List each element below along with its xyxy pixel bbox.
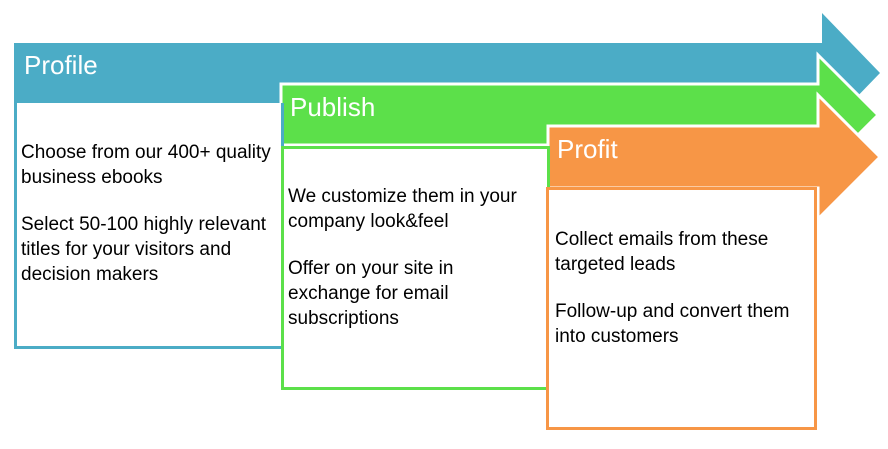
publish-text: We customize them in your company look&f… [288, 184, 538, 331]
profile-point-1: Choose from our 400+ quality business eb… [21, 142, 271, 188]
profit-title: Profit [557, 134, 618, 164]
publish-title: Publish [290, 92, 376, 122]
profile-text: Choose from our 400+ quality business eb… [21, 140, 271, 287]
publish-point-2: Offer on your site in exchange for email… [288, 258, 454, 329]
profit-point-1: Collect emails from these targeted leads [555, 229, 769, 275]
profit-point-2: Follow-up and convert them into customer… [555, 301, 790, 347]
publish-box [281, 146, 550, 390]
profile-title: Profile [24, 50, 98, 80]
profile-point-2: Select 50-100 highly relevant titles for… [21, 214, 267, 285]
profit-text: Collect emails from these targeted leads… [555, 227, 810, 349]
publish-point-1: We customize them in your company look&f… [288, 186, 517, 232]
profit-box [546, 187, 817, 430]
